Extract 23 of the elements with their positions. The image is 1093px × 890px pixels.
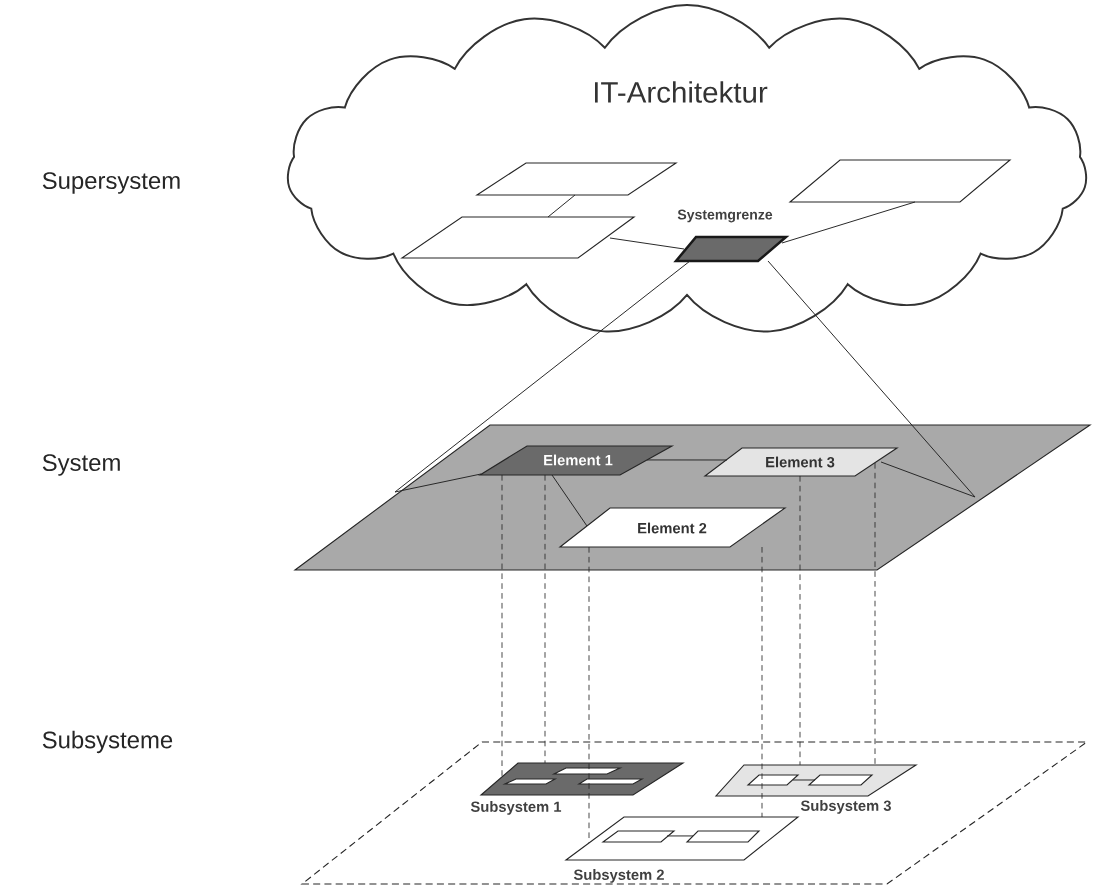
- box-label: Subsystem 1: [470, 801, 562, 815]
- level-label: System: [42, 454, 120, 476]
- connector-line: [551, 474, 588, 527]
- connector-line: [792, 779, 816, 781]
- projection-line: [544, 474, 546, 764]
- box-label: Systemgrenze: [677, 209, 773, 223]
- box-label: Subsystem 2: [573, 869, 664, 883]
- connector-line: [781, 201, 916, 244]
- projection-line: [799, 475, 801, 766]
- connector-line: [666, 835, 694, 837]
- connector-line: [646, 459, 728, 461]
- connector-line: [609, 237, 685, 250]
- box-label: Subsystem 3: [800, 800, 891, 814]
- connector-line: [394, 260, 691, 493]
- cloud-title: IT-Architektur: [594, 81, 768, 103]
- connector-line: [767, 260, 976, 498]
- projection-line: [588, 546, 590, 844]
- projection-line: [761, 546, 763, 818]
- projection-line: [874, 462, 876, 766]
- level-label: Supersystem: [42, 172, 180, 194]
- projection-line: [501, 474, 503, 778]
- level-label: Subsysteme: [42, 730, 173, 754]
- connector-line: [547, 194, 576, 218]
